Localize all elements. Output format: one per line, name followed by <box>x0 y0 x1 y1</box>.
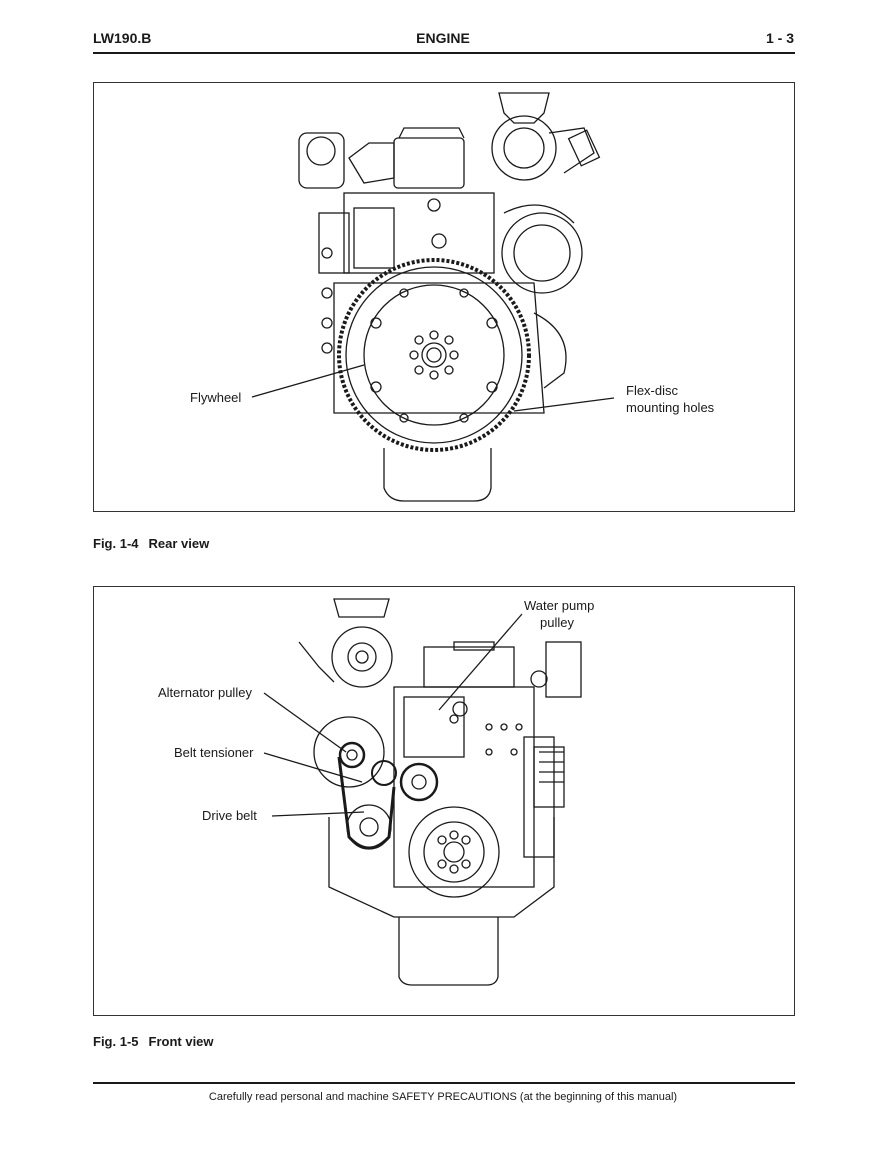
callout-flex-disc-line1: Flex-disc <box>626 383 679 398</box>
fig-1-5-caption: Fig. 1-5 Front view <box>93 1034 214 1049</box>
callout-flywheel: Flywheel <box>190 390 242 405</box>
rear-view-figure-frame: Flywheel Flex-disc mounting holes <box>93 82 795 512</box>
fig-1-4-caption: Fig. 1-4 Rear view <box>93 536 209 551</box>
fig-1-5-number: Fig. 1-5 <box>93 1034 139 1049</box>
header-rule <box>93 52 795 54</box>
manual-code: LW190.B <box>93 30 152 46</box>
safety-footer-note: Carefully read personal and machine SAFE… <box>208 1091 678 1103</box>
callout-belt-tensioner: Belt tensioner <box>174 745 254 760</box>
fig-1-4-number: Fig. 1-4 <box>93 536 139 551</box>
fig-1-4-title: Rear view <box>148 536 210 551</box>
rear-view-engine-drawing <box>251 92 615 502</box>
front-view-engine-drawing <box>263 598 582 986</box>
callout-drive-belt: Drive belt <box>202 808 257 823</box>
callout-alternator-pulley: Alternator pulley <box>158 685 252 700</box>
section-title: ENGINE <box>416 30 470 46</box>
callout-water-pump-line1: Water pump <box>524 598 595 613</box>
callout-water-pump-line2: pulley <box>540 615 574 630</box>
front-view-figure-frame: Water pump pulley Alternator pulley Belt… <box>93 586 795 1016</box>
fig-1-5-title: Front view <box>148 1034 214 1049</box>
page-number: 1 - 3 <box>765 30 794 46</box>
callout-flex-disc-line2: mounting holes <box>626 400 715 415</box>
footer-rule <box>93 1082 795 1084</box>
